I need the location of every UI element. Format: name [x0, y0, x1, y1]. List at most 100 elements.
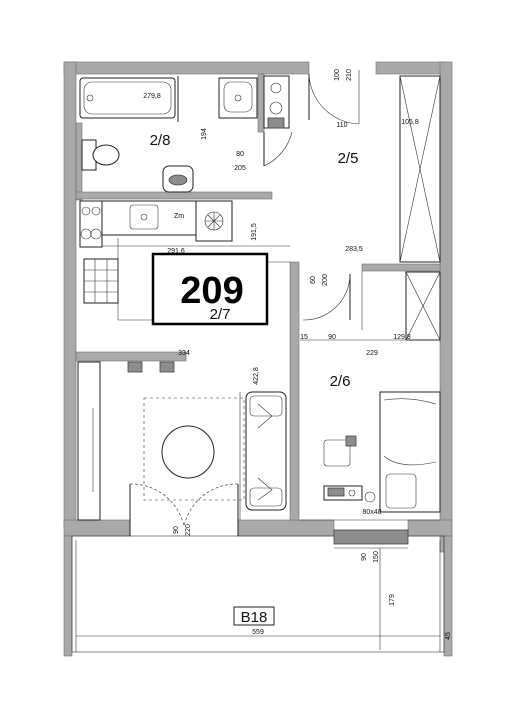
bathroom-fixtures	[79, 75, 293, 193]
desk-lamp-icon	[348, 489, 356, 497]
dim-bed-door-w: 90	[328, 334, 336, 341]
chair-armrest	[345, 435, 357, 447]
stove-mark: Zm	[174, 213, 184, 220]
balcony-doors	[129, 483, 239, 536]
shower-drain	[168, 174, 188, 186]
washer-base	[267, 117, 285, 129]
dim-kitchen-side: 191,5	[251, 223, 258, 241]
dim-hall-right: 105,8	[401, 119, 419, 126]
fridge-knob-4	[90, 228, 102, 240]
kitchen-sink-drain	[140, 213, 148, 221]
dim-hall-span: 283,5	[345, 246, 363, 253]
sofa-cushion-1	[249, 395, 283, 417]
fridge-knob-2	[91, 206, 101, 216]
bathtub	[79, 77, 176, 119]
sofa-pillows-icon	[257, 403, 273, 501]
cooktop-fan-d2	[207, 214, 221, 228]
kitchen	[79, 200, 290, 321]
sofa-cushion-2	[249, 487, 283, 507]
room-label-living: 2/7	[210, 306, 231, 323]
wall-top-left	[63, 61, 310, 75]
wall-kitchen-living	[75, 351, 187, 362]
kitchen-sink	[129, 204, 159, 230]
wall-top-right	[375, 61, 447, 75]
wall-bottom-left	[63, 519, 131, 537]
dim-bedroom-window: 90	[361, 553, 368, 561]
wardrobes	[300, 75, 441, 341]
washbasin-bowl	[223, 81, 253, 113]
walls	[63, 61, 453, 657]
dim-closet-door: 60	[310, 276, 317, 284]
balcony-outline	[71, 535, 445, 653]
room-label-balcony: B18	[241, 609, 268, 626]
dim-bath-door: 80	[236, 151, 244, 158]
dim-entry-door: 100	[334, 69, 341, 81]
entry-door	[308, 70, 360, 125]
bed	[379, 391, 441, 513]
closet-door-swing	[302, 273, 351, 321]
bedroom-window-sill	[333, 529, 409, 545]
dim-kitchen-width: 291,6	[167, 248, 185, 255]
toilet-bowl	[92, 144, 120, 166]
bed-blanket	[383, 398, 437, 466]
wall-bottom-right	[407, 519, 453, 537]
dim-bath-side: 194	[201, 128, 208, 140]
room-label-hall: 2/5	[338, 150, 359, 167]
dim-living-depth: 422,8	[253, 367, 260, 385]
dim-entry-door-h: 210	[346, 69, 353, 81]
unit-number: 209	[180, 270, 243, 312]
closet-x2	[405, 271, 441, 341]
living-rug	[143, 397, 245, 501]
living-room	[77, 361, 287, 536]
dim-bed-width: 229	[366, 350, 378, 357]
chair-2	[159, 361, 175, 373]
bedroom	[300, 391, 441, 521]
tv-cabinet	[77, 361, 101, 521]
wall-bath-bottom	[75, 191, 273, 200]
plant-icon	[364, 491, 376, 503]
dim-balcony-depth: 179	[389, 594, 396, 606]
wall-closet-top	[361, 263, 441, 272]
balcony	[71, 529, 445, 653]
wall-bath-left-inner	[75, 122, 83, 201]
fridge-knob-1	[81, 206, 91, 216]
washer-dial	[270, 82, 282, 94]
dim-bed-left: 15	[300, 334, 308, 341]
stove-grid-icon	[84, 259, 118, 303]
bathtub-drain	[86, 94, 94, 102]
coffee-table	[161, 425, 215, 479]
wall-balcony-left	[63, 535, 73, 657]
bed-pillow	[385, 473, 417, 509]
dim-hall-width: 110	[336, 122, 347, 129]
washer-drum	[269, 101, 283, 115]
laptop-icon	[327, 487, 345, 497]
dim-living-width: 334	[178, 350, 190, 357]
dim-bedroom-window-h: 150	[373, 551, 380, 563]
wall-living-bedroom	[289, 261, 300, 521]
room-label-bedroom: 2/6	[330, 373, 351, 390]
dim-balcony-edge: 45	[445, 632, 452, 640]
wall-bath-right	[257, 73, 265, 133]
chair-1	[127, 361, 143, 373]
desk-chair	[323, 439, 351, 467]
balcony-label-box	[233, 606, 275, 626]
dim-bath-door-h: 205	[234, 165, 246, 172]
dim-bath-tub: 279,8	[143, 93, 161, 100]
wall-bottom-mid	[237, 519, 335, 537]
dim-closet-door-h: 200	[322, 274, 329, 286]
dim-balcony-door-h: 220	[185, 524, 192, 536]
entry-door-swing	[308, 73, 360, 125]
dim-bed-right: 129,8	[393, 334, 411, 341]
wall-right	[439, 61, 453, 553]
dim-balcony-width: 559	[252, 629, 264, 636]
hall-wardrobe-x2	[399, 75, 441, 263]
washbasin-drain	[234, 94, 242, 102]
wall-left	[63, 61, 77, 528]
sofa	[245, 391, 287, 511]
desk-note: 80x40	[362, 509, 381, 516]
dim-balcony-door: 90	[173, 526, 180, 534]
bathroom-door-swing	[263, 131, 293, 167]
bathtub-inner	[83, 81, 172, 115]
